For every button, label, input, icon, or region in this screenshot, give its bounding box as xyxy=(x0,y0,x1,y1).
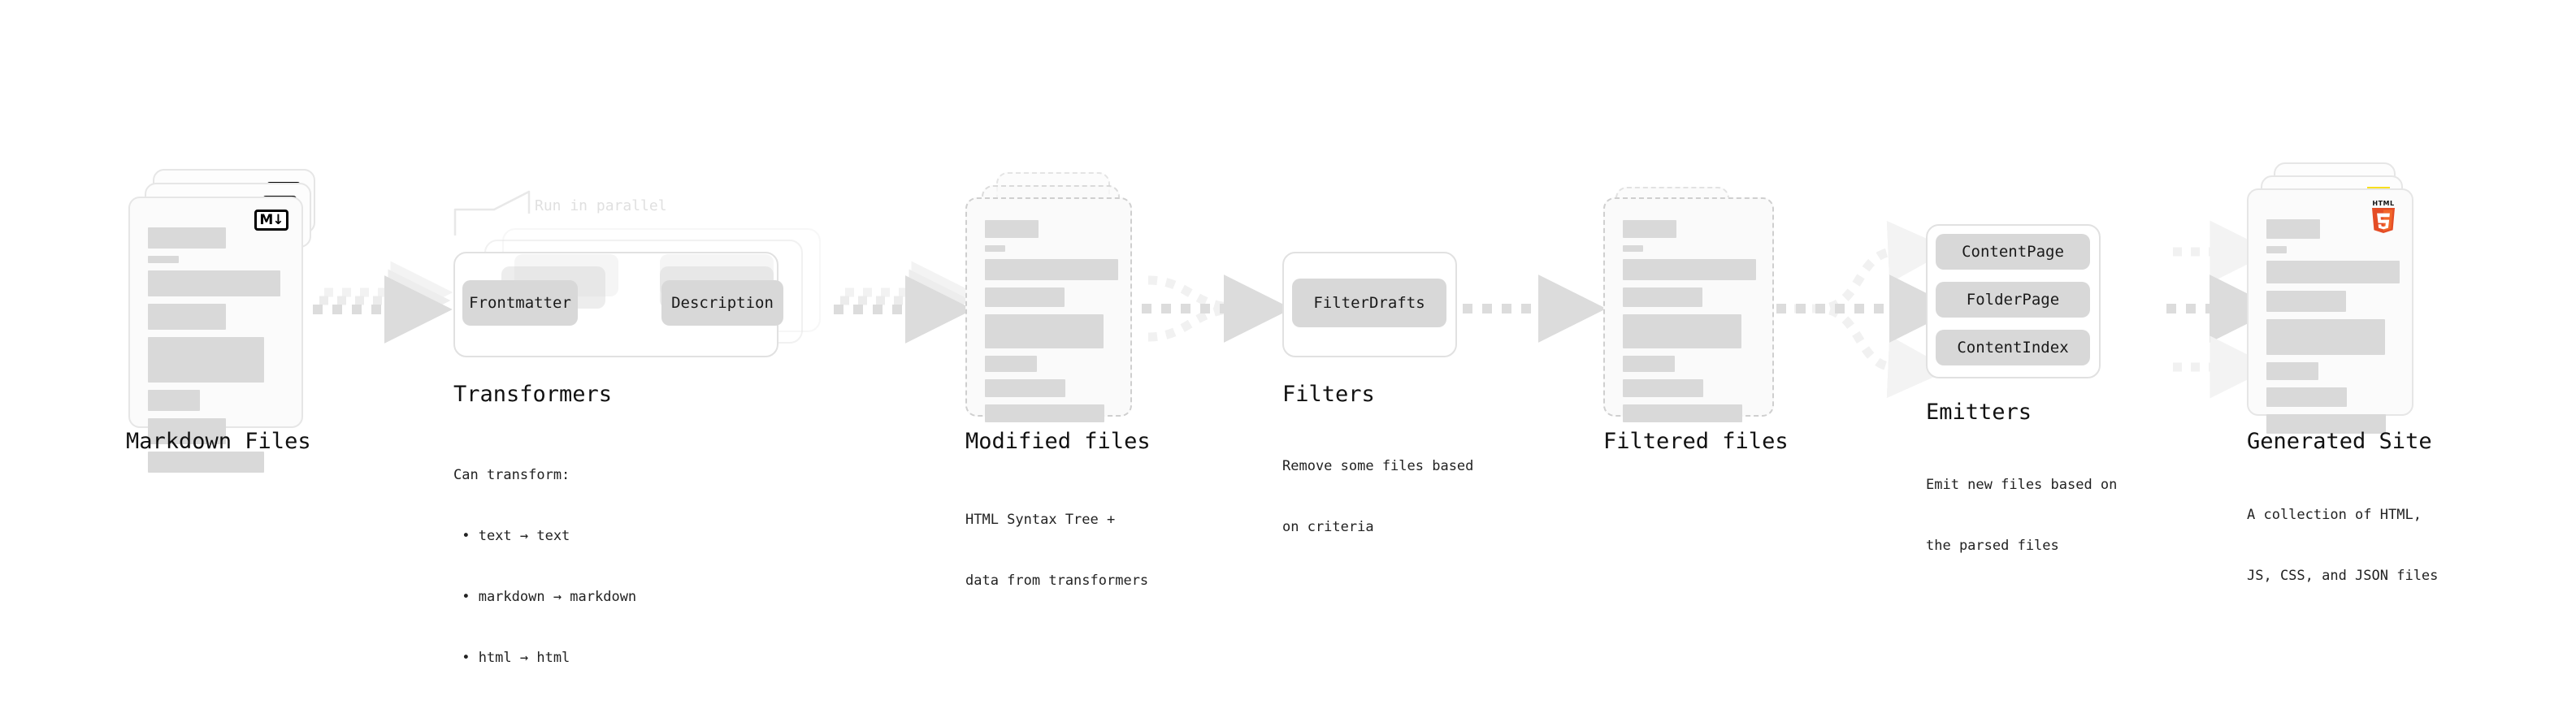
desc-line: A collection of HTML, xyxy=(2247,507,2422,523)
markdown-file-card-front[interactable]: M↓ xyxy=(128,197,303,473)
arrow-filtered-to-emitters xyxy=(1776,220,1958,399)
stage-desc-emitters: Emit new files based on the parsed files xyxy=(1926,434,2117,597)
doc-line xyxy=(985,220,1039,238)
doc-line xyxy=(985,356,1037,372)
stage-title-filters: Filters xyxy=(1282,382,1375,407)
doc-line xyxy=(1623,314,1741,348)
desc-line: JS, CSS, and JSON files xyxy=(2247,568,2439,584)
doc-line xyxy=(985,404,1104,422)
desc-line: Can transform: xyxy=(453,467,570,483)
stage-desc-modified-files: HTML Syntax Tree + data from transformer… xyxy=(965,469,1148,632)
doc-line xyxy=(148,304,226,330)
doc-line xyxy=(985,245,1005,252)
doc-line xyxy=(1623,220,1676,238)
desc-line: on criteria xyxy=(1282,519,1374,535)
stage-title-transformers-real: Transformers xyxy=(453,382,613,407)
doc-line xyxy=(2266,219,2320,239)
doc-line xyxy=(2266,362,2318,380)
stage-title-filtered-files: Filtered files xyxy=(1603,429,1789,454)
desc-line: data from transformers xyxy=(965,573,1149,589)
arrow-emitters-to-site xyxy=(2166,220,2278,399)
markdown-icon: M↓ xyxy=(254,210,288,231)
document-placeholder-lines xyxy=(1623,220,1756,430)
transformer-chip-frontmatter[interactable]: Frontmatter xyxy=(462,280,578,326)
doc-line xyxy=(2266,387,2347,407)
doc-line xyxy=(2266,246,2287,253)
stage-desc-filters: Remove some files based on criteria xyxy=(1282,416,1473,578)
desc-line: • markdown → markdown xyxy=(453,589,637,605)
arrow-modified-to-filters xyxy=(1142,275,1292,343)
doc-line xyxy=(2266,291,2346,312)
html5-icon: HTML xyxy=(2370,200,2397,234)
doc-line xyxy=(1623,356,1675,372)
document-placeholder-lines xyxy=(985,220,1118,430)
doc-line xyxy=(1623,287,1702,307)
doc-line xyxy=(2266,414,2386,434)
arrow-transformers-to-modified xyxy=(834,261,974,344)
document-placeholder-lines xyxy=(148,227,284,480)
doc-line xyxy=(148,337,264,383)
document-placeholder-lines xyxy=(2266,219,2400,441)
doc-line xyxy=(1623,245,1643,252)
doc-line xyxy=(1623,379,1703,397)
doc-line xyxy=(985,379,1065,397)
transformer-chip-description[interactable]: Description xyxy=(661,280,783,326)
desc-line: Remove some files based xyxy=(1282,458,1474,474)
desc-line: HTML Syntax Tree + xyxy=(965,512,1116,528)
desc-line: • html → html xyxy=(453,650,570,666)
doc-line xyxy=(2266,261,2400,283)
run-in-parallel-label: Run in parallel xyxy=(535,197,667,214)
emitter-chip-contentindex[interactable]: ContentIndex xyxy=(1936,330,2090,365)
doc-line xyxy=(1623,259,1756,280)
doc-line xyxy=(1623,404,1742,422)
doc-line xyxy=(985,314,1104,348)
stage-title-emitters: Emitters xyxy=(1926,400,2032,425)
stage-title-modified-files: Modified files xyxy=(965,429,1151,454)
doc-line xyxy=(148,418,226,444)
doc-line xyxy=(148,270,280,296)
doc-line xyxy=(148,452,264,473)
doc-line xyxy=(2266,319,2385,355)
html5-shield xyxy=(2372,208,2395,233)
doc-line xyxy=(148,227,226,249)
stage-title-generated-site: Generated Site xyxy=(2247,429,2432,454)
generated-site-card-front[interactable]: HTML xyxy=(2247,188,2413,434)
doc-line xyxy=(148,390,200,411)
filtered-file-card-front[interactable] xyxy=(1603,197,1774,422)
stage-title-markdown-files: Markdown Files xyxy=(126,429,311,454)
doc-line xyxy=(985,259,1118,280)
modified-file-card-front[interactable] xyxy=(965,197,1132,422)
stage-desc-transformers: Can transform: • text → text • markdown … xyxy=(453,425,636,709)
desc-line: • text → text xyxy=(453,528,570,544)
filter-chip-filterdrafts[interactable]: FilterDrafts xyxy=(1292,279,1446,327)
arrow-markdown-to-transformers xyxy=(313,261,453,344)
pipeline-diagram: M↓ M↓ M↓ Markdown Files Run in parallel xyxy=(126,162,2438,666)
doc-line xyxy=(148,256,179,263)
emitter-chip-contentpage[interactable]: ContentPage xyxy=(1936,234,2090,270)
desc-line: Emit new files based on xyxy=(1926,477,2118,493)
doc-line xyxy=(985,287,1065,307)
desc-line: the parsed files xyxy=(1926,538,2059,554)
emitter-chip-folderpage[interactable]: FolderPage xyxy=(1936,282,2090,318)
stage-desc-generated-site: A collection of HTML, JS, CSS, and JSON … xyxy=(2247,465,2438,627)
